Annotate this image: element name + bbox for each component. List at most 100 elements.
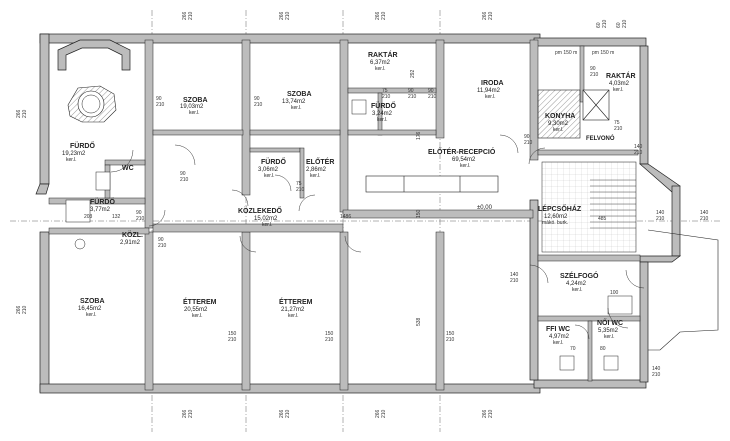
dim-label: 266: [279, 11, 285, 20]
dim-label: 210: [656, 216, 665, 222]
dim-label: 266: [375, 409, 381, 418]
dim-label: 140: [510, 272, 519, 278]
dim-label: 210: [158, 243, 167, 249]
elevator-label: FELVONÓ: [586, 134, 615, 142]
dim-label: 266: [482, 11, 488, 20]
room-area: 16,45m2: [78, 306, 102, 312]
room-labels: FÜRDŐ 19,23m2 ker.l. SZOBA 19,03m2 ker.l…: [62, 50, 636, 346]
room-name: ÉTTEREM: [279, 297, 313, 306]
dim-label: 210: [285, 409, 291, 418]
dim-label: 210: [188, 11, 194, 20]
dim-label: 210: [188, 409, 194, 418]
dim-label: 266: [279, 409, 285, 418]
room-floor: ker.l.: [264, 173, 275, 179]
dim-label: 210: [22, 305, 28, 314]
dim-label: 150: [416, 209, 422, 218]
room-area: 9,30m2: [548, 121, 569, 127]
room-name: ELŐTÉR-RECEPCIÓ: [428, 147, 496, 156]
room-name: IRODA: [481, 80, 504, 87]
dim-label: 100: [610, 290, 619, 296]
room-area: 19,03m2: [180, 104, 204, 110]
dim-label: 210: [634, 150, 643, 156]
room-area: 21,27m2: [281, 307, 305, 313]
dim-label: 150: [446, 331, 455, 337]
dim-label: 140: [656, 210, 665, 216]
room-name: FÜRDŐ: [70, 141, 95, 150]
room-label-szoba-2: SZOBA 13,74m2 ker.l.: [282, 91, 312, 111]
room-name: SZÉLFOGÓ: [560, 271, 599, 280]
dim-label: 210: [488, 409, 494, 418]
room-name: LÉPCSŐHÁZ: [538, 204, 582, 213]
dim-label: 60: [596, 22, 602, 28]
dim-label: 90: [254, 96, 260, 102]
corridor-length-dim: 1486: [340, 214, 351, 220]
room-name: FÜRDŐ: [90, 197, 115, 206]
room-label-szoba-1: SZOBA 19,03m2 ker.l.: [180, 97, 208, 116]
dim-label: 176: [416, 131, 422, 140]
room-floor: ker.l.: [262, 222, 273, 228]
room-label-raktar-2: RAKTÁR 4,03m2 ker.l.: [606, 71, 636, 93]
room-area: 4,03m2: [609, 81, 630, 87]
room-name: ELŐTÉR: [306, 157, 334, 166]
room-floor: ker.l.: [377, 117, 388, 123]
room-floor: ker.l.: [375, 66, 386, 72]
dim-label: 210: [296, 187, 305, 193]
room-name: RAKTÁR: [368, 50, 398, 59]
dim-label: 90: [590, 66, 596, 72]
dim-label: 132: [112, 214, 121, 220]
room-label-furdo-small-3: FÜRDŐ 3,77m2: [90, 197, 115, 213]
room-name: NŐI WC: [597, 318, 623, 327]
dim-label: 210: [622, 19, 628, 28]
room-label-szoba-3: SZOBA 16,45m2 ker.l.: [78, 298, 105, 318]
room-label-lepcsohaz: LÉPCSŐHÁZ 12,60m2 mákó. burk.: [538, 204, 582, 226]
room-area: 13,74m2: [282, 99, 306, 105]
room-floor: ker.l.: [604, 334, 615, 340]
room-name: SZOBA: [287, 91, 312, 98]
stair-details: [65, 89, 637, 371]
dim-label: 210: [228, 337, 237, 343]
dim-label: 75: [614, 120, 620, 126]
room-area: 2,86m2: [306, 167, 327, 173]
dim-label: 210: [602, 19, 608, 28]
dim-label: 90: [408, 88, 414, 94]
level-mark: ±0,00: [477, 205, 493, 211]
interior-walls: [48, 39, 641, 391]
room-label-furdo-small-2: FÜRDŐ 3,06m2 ker.l.: [258, 157, 286, 179]
room-name: RAKTÁR: [606, 71, 636, 80]
dim-label: 538: [416, 317, 422, 326]
room-floor: ker.l.: [572, 287, 583, 293]
dim-label: 266: [182, 409, 188, 418]
room-label-szelfogo: SZÉLFOGÓ 4,24m2 ker.l.: [560, 271, 599, 293]
room-name: KÖZL.: [122, 230, 143, 239]
room-area: 3,06m2: [258, 167, 279, 173]
room-floor: ker.l.: [613, 87, 624, 93]
dim-label: 266: [482, 409, 488, 418]
dim-label: 140: [652, 366, 661, 372]
dim-label: 210: [381, 11, 387, 20]
room-floor: ker.l.: [553, 127, 564, 133]
dim-label: 210: [428, 94, 437, 100]
room-label-kozl: KÖZL. 2,91m2: [120, 230, 143, 246]
room-area: 5,35m2: [598, 328, 619, 334]
dim-label: 75: [382, 88, 388, 94]
dim-label: 90: [156, 96, 162, 102]
room-name: KONYHA: [545, 113, 575, 120]
room-name: FÜRDŐ: [261, 157, 286, 166]
dim-label: 150: [325, 331, 334, 337]
dimension-labels: 266 210 266 210 266 210 266 210 60 210 6…: [16, 11, 709, 418]
room-floor: ker.l.: [86, 312, 97, 318]
dim-label: 210: [22, 109, 28, 118]
misc-labels: FELVONÓ ±0,00 1486 485 pm 150 m pm 150 m: [340, 50, 615, 222]
room-label-noi-wc: NŐI WC 5,35m2 ker.l.: [597, 318, 623, 340]
room-area: 19,23m2: [62, 151, 86, 157]
dim-label: 70: [570, 346, 576, 352]
dim-label: 60: [616, 22, 622, 28]
room-label-iroda: IRODA 11,94m2 ker.l.: [477, 80, 504, 100]
pm-label-1: pm 150 m: [555, 50, 577, 56]
room-name: FFI WC: [546, 326, 570, 333]
room-name: SZOBA: [80, 298, 105, 305]
room-name: KÖZLEKEDŐ: [238, 206, 283, 215]
dim-label: 90: [180, 171, 186, 177]
room-label-kozlekedo: KÖZLEKEDŐ 15,02m2 ker.l.: [238, 206, 283, 228]
dim-label: 210: [590, 72, 599, 78]
